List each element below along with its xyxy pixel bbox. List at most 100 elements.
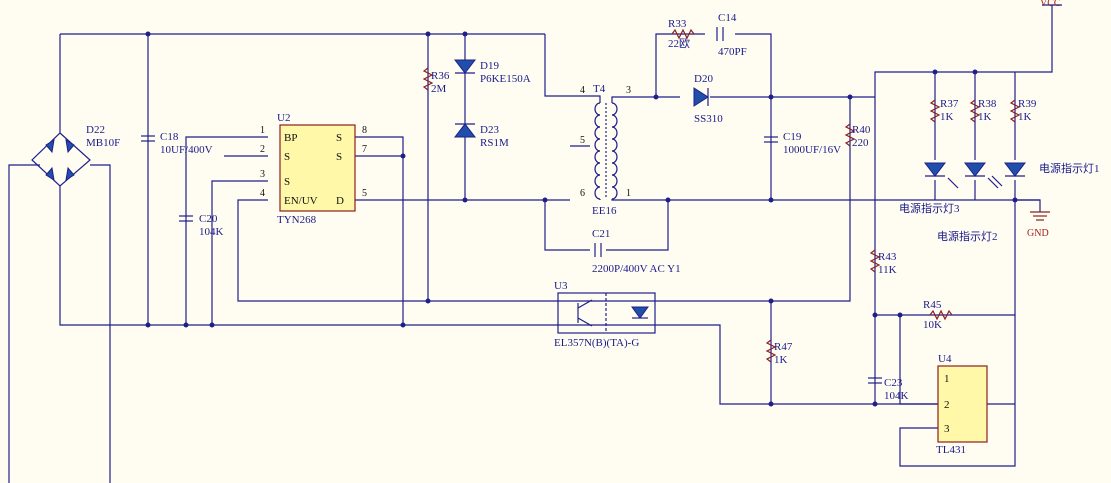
optocoupler-u3: U3 EL357N(B)(TA)-G [554, 280, 656, 349]
u2-pin5-name: D [336, 195, 344, 207]
u2-pin2-num: 2 [260, 144, 265, 155]
r33-ref: R33 [668, 18, 687, 30]
resistor-r40: R40 220 [844, 123, 871, 149]
u2-pin7-name: S [336, 151, 342, 163]
led-indicators: 电源指示灯1 电源指示灯2 电源指示灯3 [899, 161, 1100, 243]
u4-pin2: 2 [944, 399, 950, 411]
r47-value: 1K [774, 354, 788, 366]
c19-ref: C19 [783, 131, 802, 143]
capacitor-c19: C19 1000UF/16V [764, 131, 841, 156]
transformer-t4: T4 EE16 4 5 6 3 1 [570, 83, 631, 217]
led2-label: 电源指示灯2 [937, 229, 998, 243]
r45-value: 10K [923, 319, 942, 331]
led3-label: 电源指示灯3 [899, 201, 960, 215]
r43-value: 11K [878, 264, 897, 276]
u3-ref: U3 [554, 280, 568, 292]
u2-pin1-num: 1 [260, 125, 265, 136]
bridge-ref: D22 [86, 124, 105, 136]
led1-label: 电源指示灯1 [1039, 161, 1100, 175]
c23-value: 104K [884, 390, 909, 402]
ic-u2: U2 TYN268 BP S S EN/UV 1 2 3 4 S S D 8 7… [260, 112, 367, 226]
c14-ref: C14 [718, 12, 737, 24]
bridge-rectifier: D22 MB10F [31, 124, 120, 187]
t4-pin1: 1 [626, 188, 631, 199]
resistor-r45: R45 10K [923, 299, 953, 331]
u2-pin2-name: S [284, 151, 290, 163]
c21-ref: C21 [592, 228, 610, 240]
r38-ref: R38 [978, 98, 997, 110]
u4-pin3: 3 [944, 423, 950, 435]
u2-pin3-num: 3 [260, 169, 265, 180]
r38-value: 1K [978, 111, 992, 123]
r40-ref: R40 [852, 124, 871, 136]
c18-ref: C18 [160, 131, 179, 143]
resistor-r37: R37 1K [929, 98, 959, 123]
ic-u4: U4 TL431 1 2 3 [936, 353, 988, 456]
u2-ref: U2 [277, 112, 290, 124]
t4-pin3: 3 [626, 85, 631, 96]
c20-value: 104K [199, 226, 224, 238]
r43-ref: R43 [878, 251, 897, 263]
t4-ref: T4 [593, 83, 606, 95]
c20-ref: C20 [199, 213, 218, 225]
t4-value: EE16 [592, 205, 617, 217]
u2-value: TYN268 [277, 214, 317, 226]
r40-value: 220 [852, 137, 869, 149]
capacitor-c21: C21 2200P/400V AC Y1 [592, 228, 681, 275]
r45-ref: R45 [923, 299, 942, 311]
capacitor-c14: C14 470PF [716, 12, 747, 58]
u2-pin5-num: 5 [362, 188, 367, 199]
resistor-r36: R36 2M [422, 67, 450, 95]
r37-ref: R37 [940, 98, 959, 110]
capacitor-c23: C23 104K [868, 377, 909, 402]
u3-value: EL357N(B)(TA)-G [554, 337, 639, 349]
resistor-r39: R39 1K [1009, 98, 1037, 123]
r39-value: 1K [1018, 111, 1032, 123]
u2-pin1-name: BP [284, 132, 297, 144]
u2-pin3-name: S [284, 176, 290, 188]
diode-d19: D19 P6KE150A [453, 59, 531, 85]
r47-ref: R47 [774, 341, 793, 353]
t4-pin6: 6 [580, 188, 585, 199]
u4-ref: U4 [938, 353, 952, 365]
c21-value: 2200P/400V AC Y1 [592, 263, 681, 275]
bridge-value: MB10F [86, 137, 120, 149]
r39-ref: R39 [1018, 98, 1037, 110]
d23-ref: D23 [480, 124, 499, 136]
junctions [145, 31, 1018, 407]
r37-value: 1K [940, 111, 954, 123]
u2-pin8-num: 8 [362, 125, 367, 136]
d23-value: RS1M [480, 137, 509, 149]
resistor-r33: R33 22欧 [668, 18, 695, 50]
u2-pin7-num: 7 [362, 144, 367, 155]
resistor-r38: R38 1K [969, 98, 997, 123]
d19-value: P6KE150A [480, 73, 531, 85]
gnd-label: GND [1027, 228, 1049, 239]
d19-ref: D19 [480, 60, 499, 72]
c19-value: 1000UF/16V [783, 144, 841, 156]
c18-value: 10UF/400V [160, 144, 213, 156]
diode-d23: D23 RS1M [453, 123, 509, 149]
u2-pin4-num: 4 [260, 188, 265, 199]
r36-ref: R36 [431, 70, 450, 82]
u2-pin4-name: EN/UV [284, 195, 318, 207]
vcc-symbol: VCC [1040, 0, 1062, 9]
vcc-label: VCC [1040, 0, 1061, 9]
u4-pin1: 1 [944, 373, 950, 385]
gnd-symbol: GND [1027, 211, 1050, 239]
diode-d20: D20 SS310 [693, 73, 723, 125]
u4-value: TL431 [936, 444, 966, 456]
capacitor-c20: C20 104K [179, 213, 224, 238]
d20-value: SS310 [694, 113, 723, 125]
d20-ref: D20 [694, 73, 713, 85]
capacitor-c18: C18 10UF/400V [141, 131, 213, 156]
t4-pin4: 4 [580, 85, 585, 96]
t4-pin5: 5 [580, 135, 585, 146]
r36-value: 2M [431, 83, 447, 95]
r33-value: 22欧 [668, 37, 690, 50]
c14-value: 470PF [718, 46, 747, 58]
u2-pin8-name: S [336, 132, 342, 144]
c23-ref: C23 [884, 377, 903, 389]
resistor-r47: R47 1K [765, 339, 793, 366]
